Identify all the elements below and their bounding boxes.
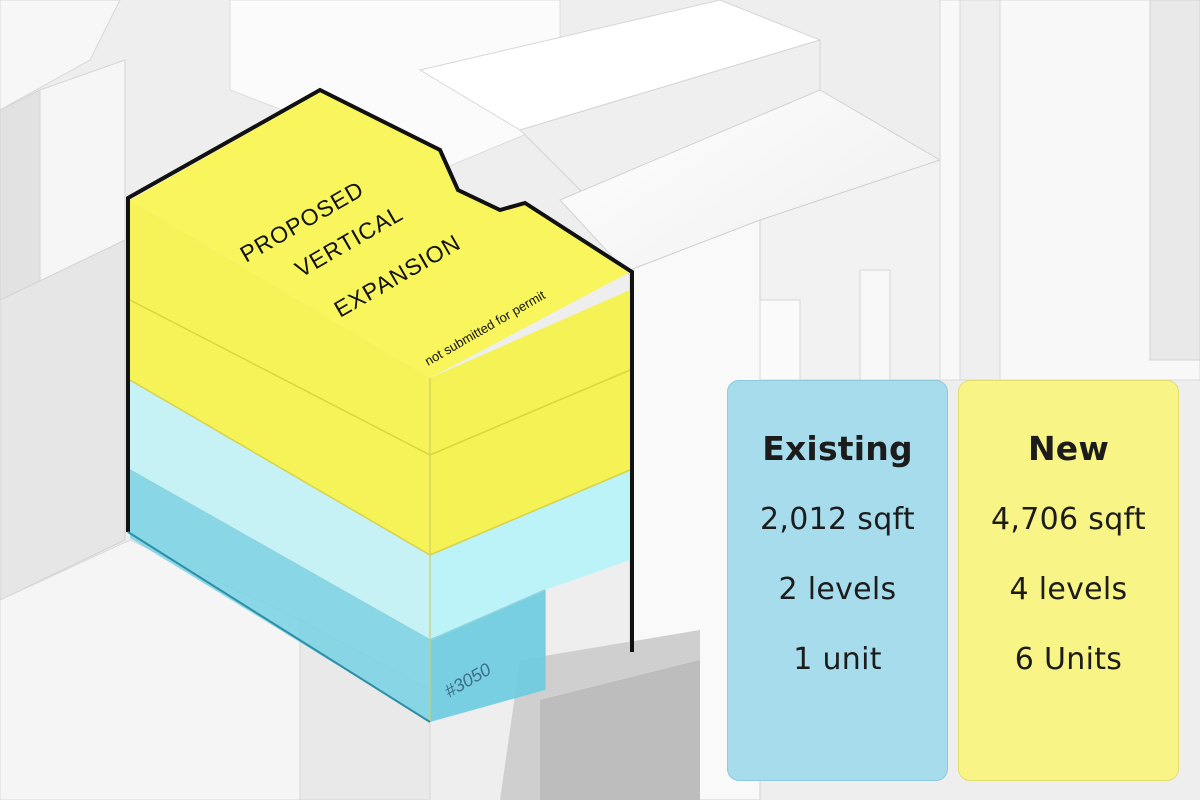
new-area: 4,706 sqft [991, 502, 1146, 537]
expansion-roof [130, 92, 630, 378]
expansion-side-face [430, 290, 630, 555]
existing-summary-card: Existing 2,012 sqft 2 levels 1 unit [727, 380, 948, 781]
existing-levels: 2 levels [778, 572, 897, 607]
expansion-outline [126, 87, 634, 652]
new-summary-card: New 4,706 sqft 4 levels 6 Units [958, 380, 1179, 781]
existing-level-side [430, 470, 630, 640]
existing-base-side [430, 590, 545, 722]
existing-level-front [130, 380, 430, 640]
new-title: New [1027, 429, 1110, 468]
existing-base-front [130, 470, 430, 722]
existing-title: Existing [762, 429, 913, 468]
building-massing [126, 87, 634, 723]
new-units: 6 Units [1014, 642, 1123, 677]
existing-units: 1 unit [793, 642, 882, 677]
existing-area: 2,012 sqft [760, 502, 915, 537]
new-levels: 4 levels [1009, 572, 1128, 607]
